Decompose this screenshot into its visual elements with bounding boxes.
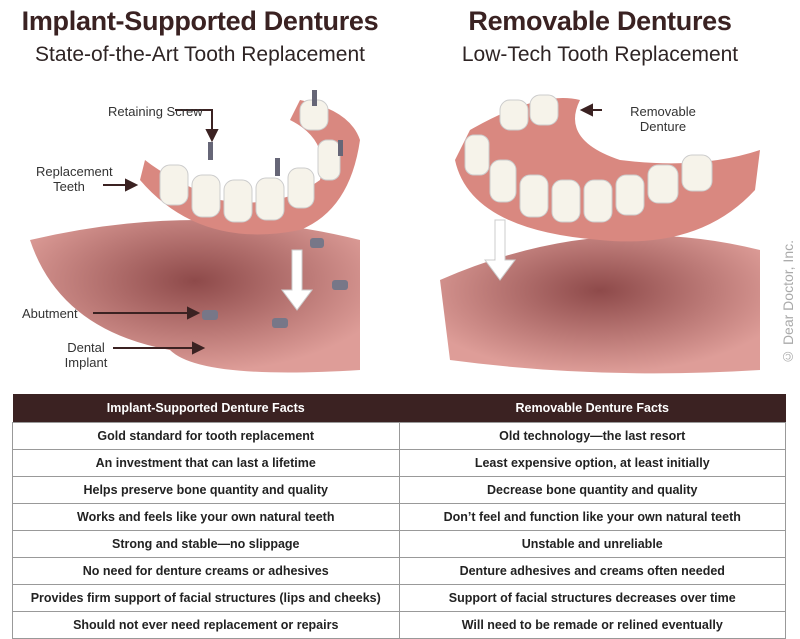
arrow-down-icon <box>484 219 516 281</box>
implant-fact: No need for denture creams or adhesives <box>12 557 400 585</box>
arrow-down-icon <box>281 249 313 311</box>
label-removable-denture: Removable Denture <box>630 104 696 134</box>
label-retaining-screw: Retaining Screw <box>108 104 203 119</box>
implant-fact: Strong and stable—no slippage <box>12 530 400 558</box>
abutments <box>202 238 348 328</box>
removable-fact: Old technology—the last resort <box>398 422 786 450</box>
removable-fact: Unstable and unreliable <box>398 530 786 558</box>
implant-fact: An investment that can last a lifetime <box>12 449 400 477</box>
label-dental-implant: Dental Implant <box>64 340 108 370</box>
removable-fact: Support of facial structures decreases o… <box>398 584 786 612</box>
implant-fact: Helps preserve bone quantity and quality <box>12 476 400 504</box>
removable-fact: Will need to be remade or relined eventu… <box>398 611 786 639</box>
implant-title: Implant-Supported Dentures <box>21 6 379 36</box>
lower-jaw-right <box>440 235 760 374</box>
implant-fact: Provides firm support of facial structur… <box>12 584 400 612</box>
implant-fact: Should not ever need replacement or repa… <box>12 611 400 639</box>
table-row: Helps preserve bone quantity and quality… <box>12 476 786 504</box>
table-row: Provides firm support of facial structur… <box>12 584 786 612</box>
denture-illustration <box>30 90 760 374</box>
implant-subtitle: State-of-the-Art Tooth Replacement <box>35 43 365 66</box>
removable-fact: Don’t feel and function like your own na… <box>398 503 786 531</box>
copyright-watermark: © Dear Doctor, Inc. <box>780 240 796 365</box>
label-replacement-teeth: Replacement Teeth <box>36 164 113 194</box>
removable-fact: Least expensive option, at least initial… <box>398 449 786 477</box>
screws <box>208 90 343 176</box>
implant-fact: Works and feels like your own natural te… <box>12 503 400 531</box>
implant-fact: Gold standard for tooth replacement <box>12 422 400 450</box>
header-removable-facts: Removable Denture Facts <box>399 394 786 423</box>
lower-jaw-left <box>30 220 360 373</box>
comparison-table: Implant-Supported Denture Facts Removabl… <box>12 394 786 639</box>
header-implant-facts: Implant-Supported Denture Facts <box>12 394 399 423</box>
table-row: Works and feels like your own natural te… <box>12 503 786 531</box>
removable-title: Removable Dentures <box>468 6 732 36</box>
label-abutment: Abutment <box>22 306 78 321</box>
removable-subtitle: Low-Tech Tooth Replacement <box>461 43 739 66</box>
removable-fact: Denture adhesives and creams often neede… <box>398 557 786 585</box>
removable-fact: Decrease bone quantity and quality <box>398 476 786 504</box>
table-row: Should not ever need replacement or repa… <box>12 611 786 639</box>
